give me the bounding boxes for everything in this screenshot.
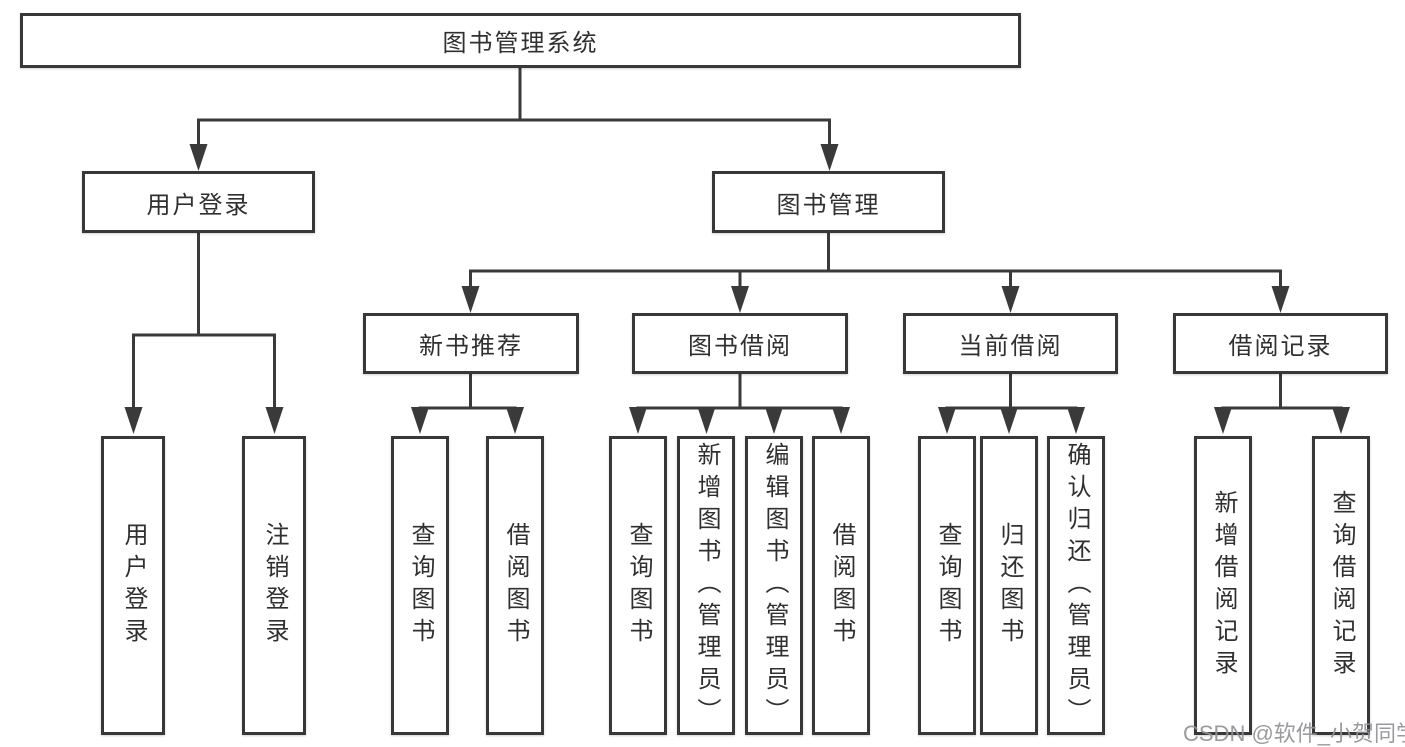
watermark: CSDN @软件_小贺同学 <box>1183 721 1405 746</box>
leaf-edit-books-admin: 编辑图书（管理员） <box>745 436 803 735</box>
leaf-query-books-borrowing-label: 查询图书 <box>625 521 652 650</box>
leaf-borrow-books-recommend: 借阅图书 <box>486 436 544 735</box>
node-book-management: 图书管理 <box>712 171 945 233</box>
leaf-query-books-recommend: 查询图书 <box>391 436 449 735</box>
leaf-borrow-books-borrowing: 借阅图书 <box>812 436 870 735</box>
node-book-management-label: 图书管理 <box>776 191 881 219</box>
node-book-borrowing-label: 图书借阅 <box>688 333 792 360</box>
leaf-add-books-admin: 新增图书（管理员） <box>677 436 735 735</box>
leaf-query-books-borrowing: 查询图书 <box>609 436 667 735</box>
node-root: 图书管理系统 <box>20 13 1021 68</box>
node-user-login-label: 用户登录 <box>146 191 251 219</box>
leaf-edit-books-admin-label: 编辑图书（管理员） <box>761 441 788 730</box>
leaf-query-borrow-record-label: 查询借阅记录 <box>1328 489 1355 682</box>
leaf-query-books-current: 查询图书 <box>918 436 976 735</box>
leaf-confirm-return-admin-label: 确认归还（管理员） <box>1063 441 1090 730</box>
leaf-logout-label: 注销登录 <box>261 521 288 650</box>
node-root-label: 图书管理系统 <box>442 30 599 57</box>
leaf-query-books-recommend-label: 查询图书 <box>407 521 434 650</box>
node-new-book-recommendation: 新书推荐 <box>363 313 579 374</box>
leaf-borrow-books-borrowing-label: 借阅图书 <box>828 521 855 650</box>
node-book-borrowing: 图书借阅 <box>632 313 848 374</box>
node-current-borrowing: 当前借阅 <box>903 313 1118 374</box>
leaf-user-login: 用户登录 <box>101 436 165 735</box>
leaf-confirm-return-admin: 确认归还（管理员） <box>1047 436 1105 735</box>
leaf-return-books-label: 归还图书 <box>996 521 1023 650</box>
node-borrowing-records-label: 借阅记录 <box>1228 333 1333 360</box>
node-borrowing-records: 借阅记录 <box>1173 313 1388 374</box>
leaf-user-login-label: 用户登录 <box>120 521 147 650</box>
leaf-return-books: 归还图书 <box>980 436 1038 735</box>
node-current-borrowing-label: 当前借阅 <box>958 333 1063 360</box>
leaf-add-borrow-record: 新增借阅记录 <box>1194 436 1252 735</box>
leaf-borrow-books-recommend-label: 借阅图书 <box>502 521 529 650</box>
leaf-add-books-admin-label: 新增图书（管理员） <box>693 441 720 730</box>
node-user-login: 用户登录 <box>82 171 315 233</box>
leaf-add-borrow-record-label: 新增借阅记录 <box>1210 489 1237 682</box>
node-new-book-recommendation-label: 新书推荐 <box>419 333 523 360</box>
leaf-logout: 注销登录 <box>242 436 306 735</box>
leaf-query-books-current-label: 查询图书 <box>934 521 961 650</box>
leaf-query-borrow-record: 查询借阅记录 <box>1312 436 1370 735</box>
